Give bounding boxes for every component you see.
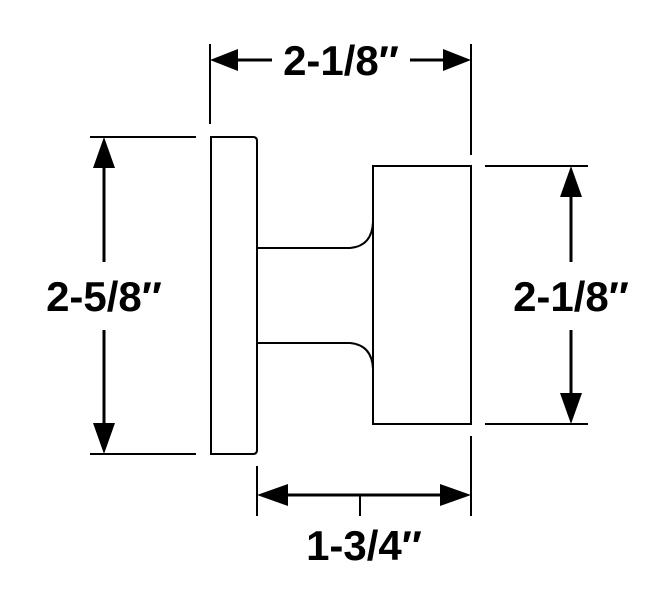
arrow-right-bottom <box>560 393 582 424</box>
dim-label-left-height: 2-5/8″ <box>46 273 162 320</box>
dim-label-bottom-depth: 1-3/4″ <box>306 522 422 569</box>
stem-bottom-edge <box>257 342 374 370</box>
arrow-top-right <box>443 49 471 71</box>
dim-label-right-height: 2-1/8″ <box>513 273 629 320</box>
arrow-bottom-left <box>257 484 288 506</box>
back-plate <box>210 136 258 455</box>
arrowheads <box>93 49 582 506</box>
dim-label-top-width: 2-1/8″ <box>283 37 399 84</box>
extension-lines <box>90 44 588 516</box>
arrow-bottom-right <box>440 484 471 506</box>
arrow-left-bottom <box>93 423 115 454</box>
knob-head <box>372 165 472 425</box>
knob-outline <box>210 136 472 455</box>
arrow-top-left <box>210 49 238 71</box>
arrow-left-top <box>93 137 115 168</box>
dimension-lines <box>102 58 573 497</box>
arrow-right-top <box>560 166 582 197</box>
stem-top-edge <box>257 221 374 249</box>
